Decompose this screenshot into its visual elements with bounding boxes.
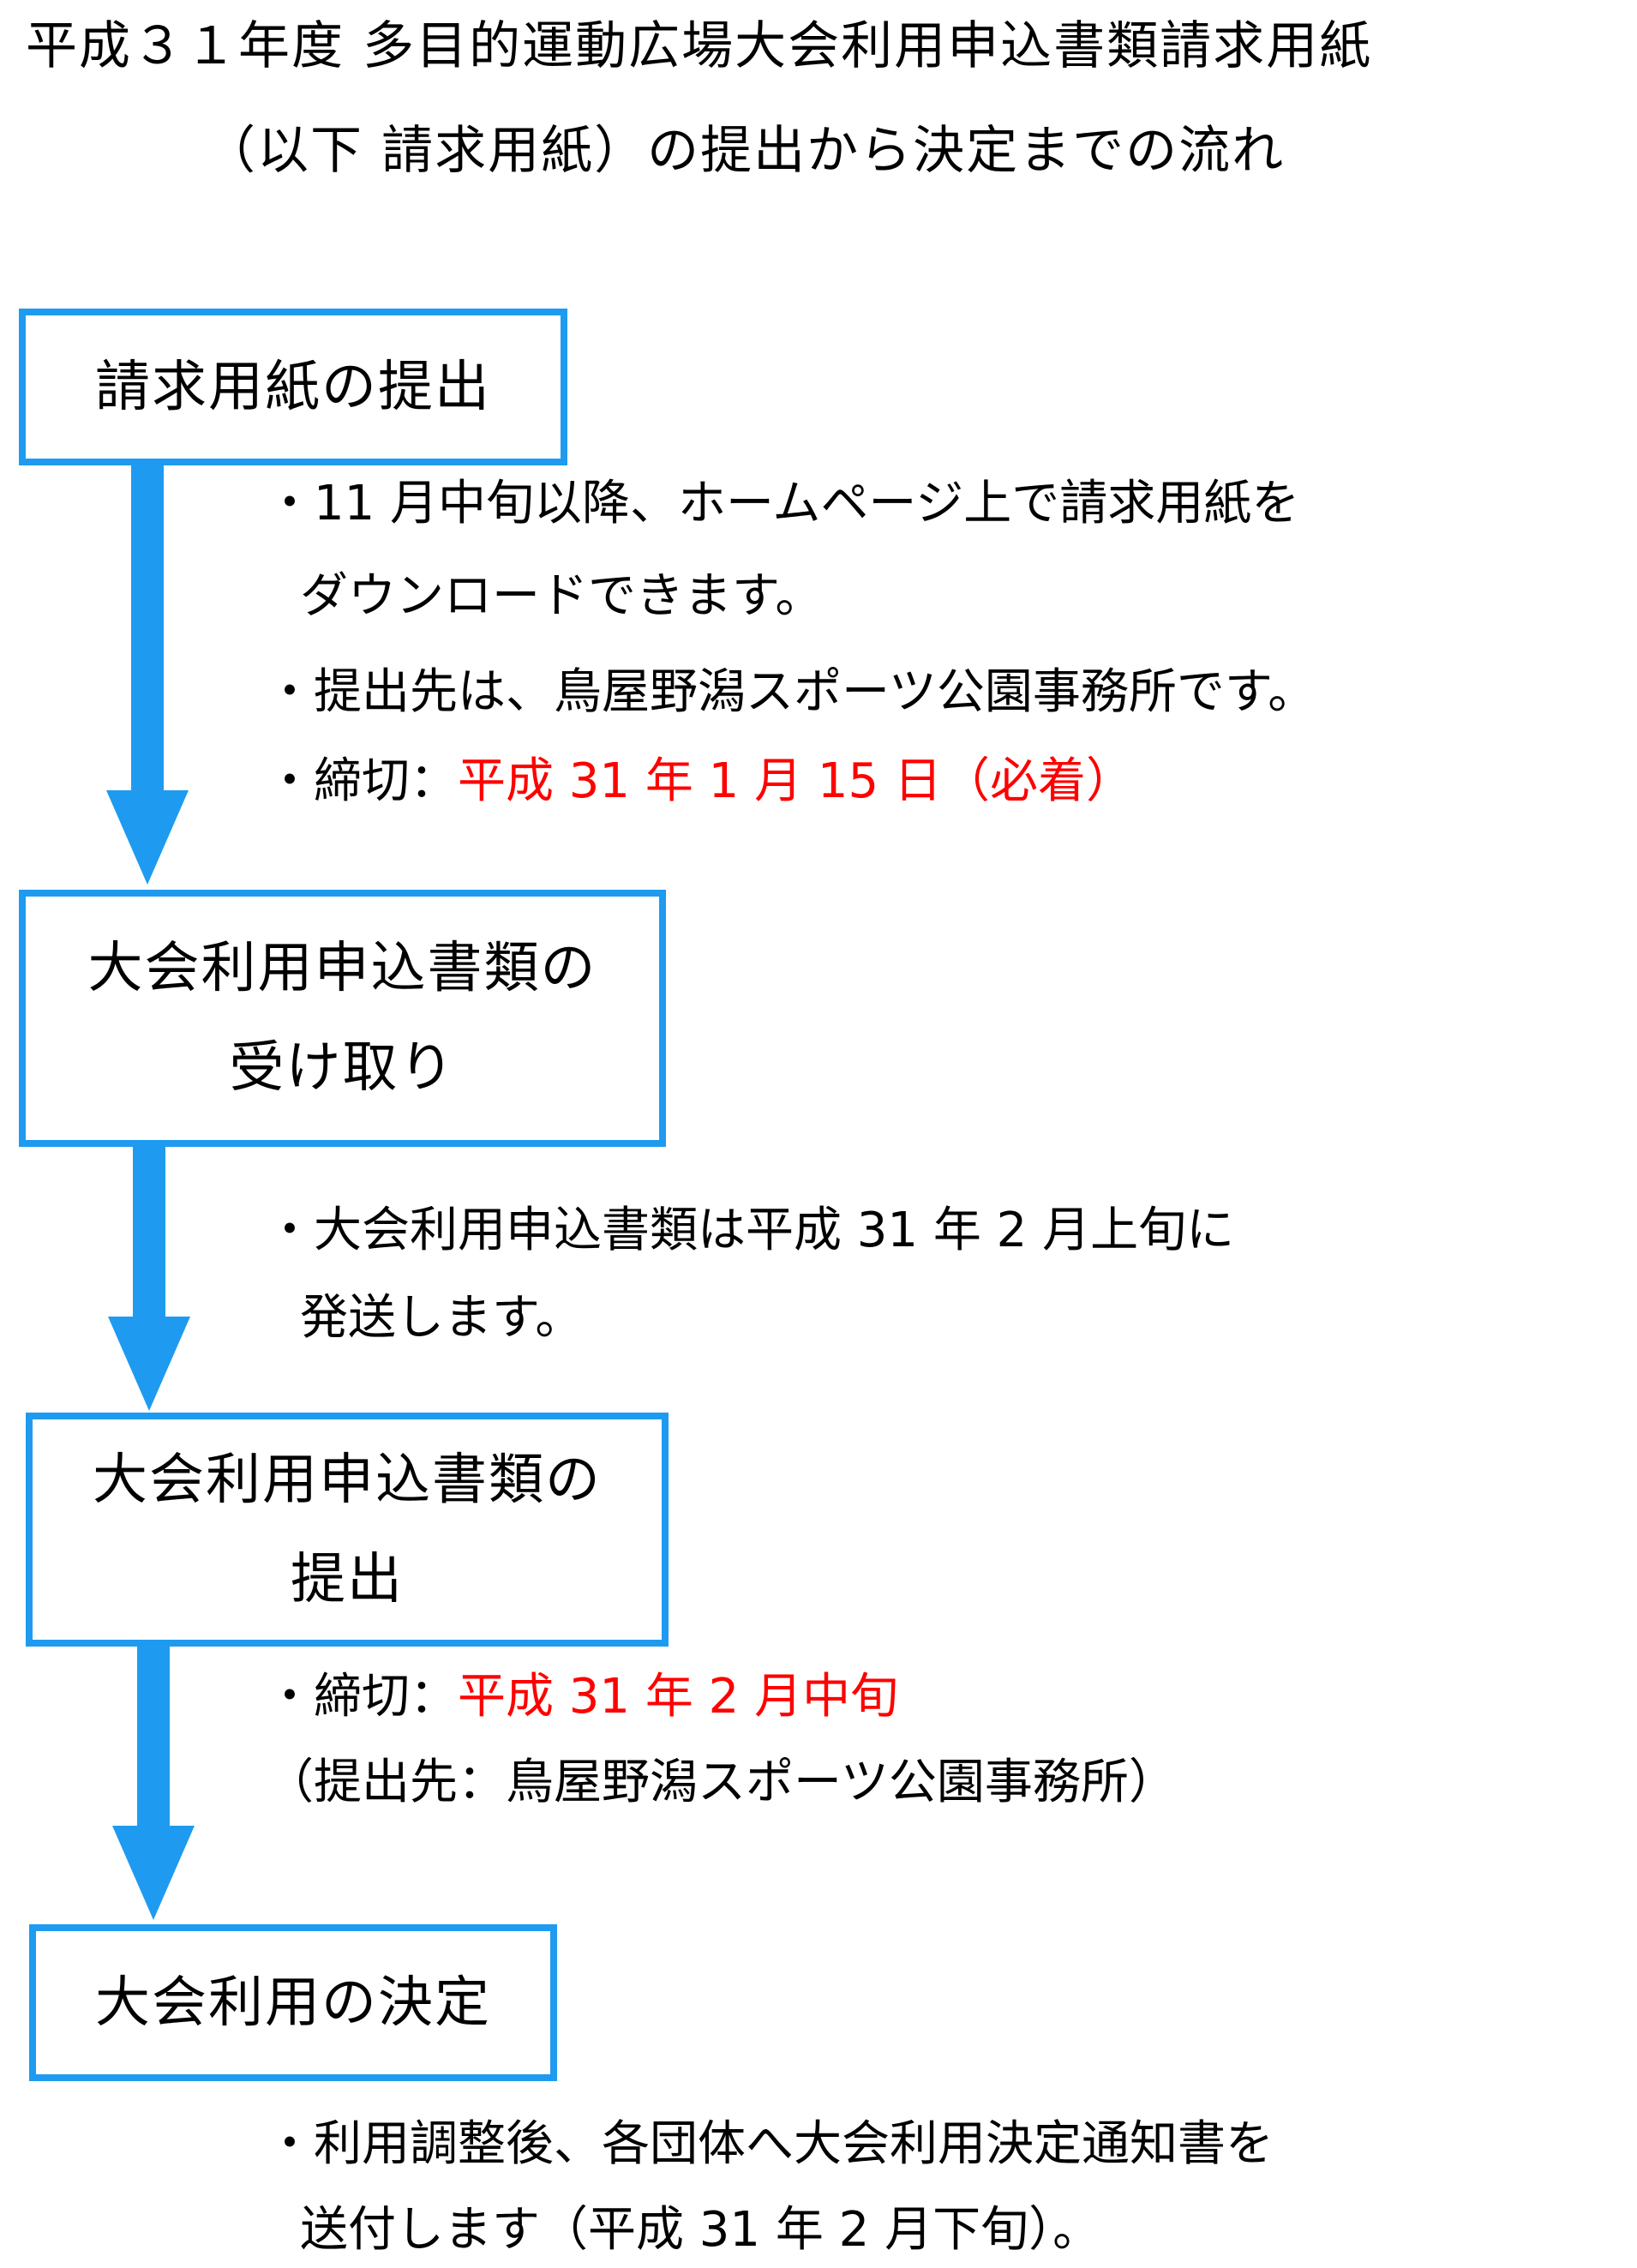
note-line: ダウンロードできます。 [300,568,824,624]
note-line: ・大会利用申込書類は平成 31 年 2 月上旬に [266,1203,1235,1258]
step-label: 請求用紙の提出 [95,355,491,419]
page-subtitle: （以下 請求用紙）の提出から決定までの流れ [204,121,1286,181]
note-line: ・提出先は、鳥屋野潟スポーツ公園事務所です。 [266,664,1316,720]
deadline-label: ・締切： [266,753,458,809]
page-title: 平成３１年度 多目的運動広場大会利用申込書類請求用紙 [26,16,1373,76]
flow-step-request-form-submission: 請求用紙の提出 [19,309,567,465]
flow-step-usage-decision: 大会利用の決定 [29,1924,557,2081]
arrow-down-icon [106,790,189,885]
step-label: 受け取り [229,1036,456,1100]
note-line: ・11 月中旬以降、ホームページ上で請求用紙を [266,476,1300,531]
flow-step-receive-application: 大会利用申込書類の 受け取り [19,890,666,1147]
deadline-line: ・締切：平成 31 年 2 月中旬 [266,1663,898,1731]
step-label: 提出 [291,1547,404,1611]
note-line: （提出先：鳥屋野潟スポーツ公園事務所） [266,1755,1177,1810]
step-label: 大会利用申込書類の [93,1448,602,1512]
arrow-down-icon [108,1317,190,1411]
note-line: 送付します（平成 31 年 2 月下旬）。 [300,2202,1101,2258]
deadline-label: ・締切： [266,1669,458,1725]
arrow-down-icon [112,1826,195,1920]
deadline-line: ・締切：平成 31 年 1 月 15 日（必着） [266,747,1134,816]
step-label: 大会利用申込書類の [87,937,597,1000]
note-line: 発送します。 [300,1290,584,1346]
note-line: ・利用調整後、各団体へ大会利用決定通知書を [266,2116,1274,2172]
deadline-value: 平成 31 年 2 月中旬 [458,1669,899,1725]
flow-arrow-shaft [137,1647,170,1827]
flow-step-submit-application: 大会利用申込書類の 提出 [26,1413,669,1647]
deadline-value: 平成 31 年 1 月 15 日（必着） [458,753,1134,809]
flow-arrow-shaft [131,465,164,791]
step-label: 大会利用の決定 [95,1971,491,2035]
flow-arrow-shaft [133,1147,165,1318]
